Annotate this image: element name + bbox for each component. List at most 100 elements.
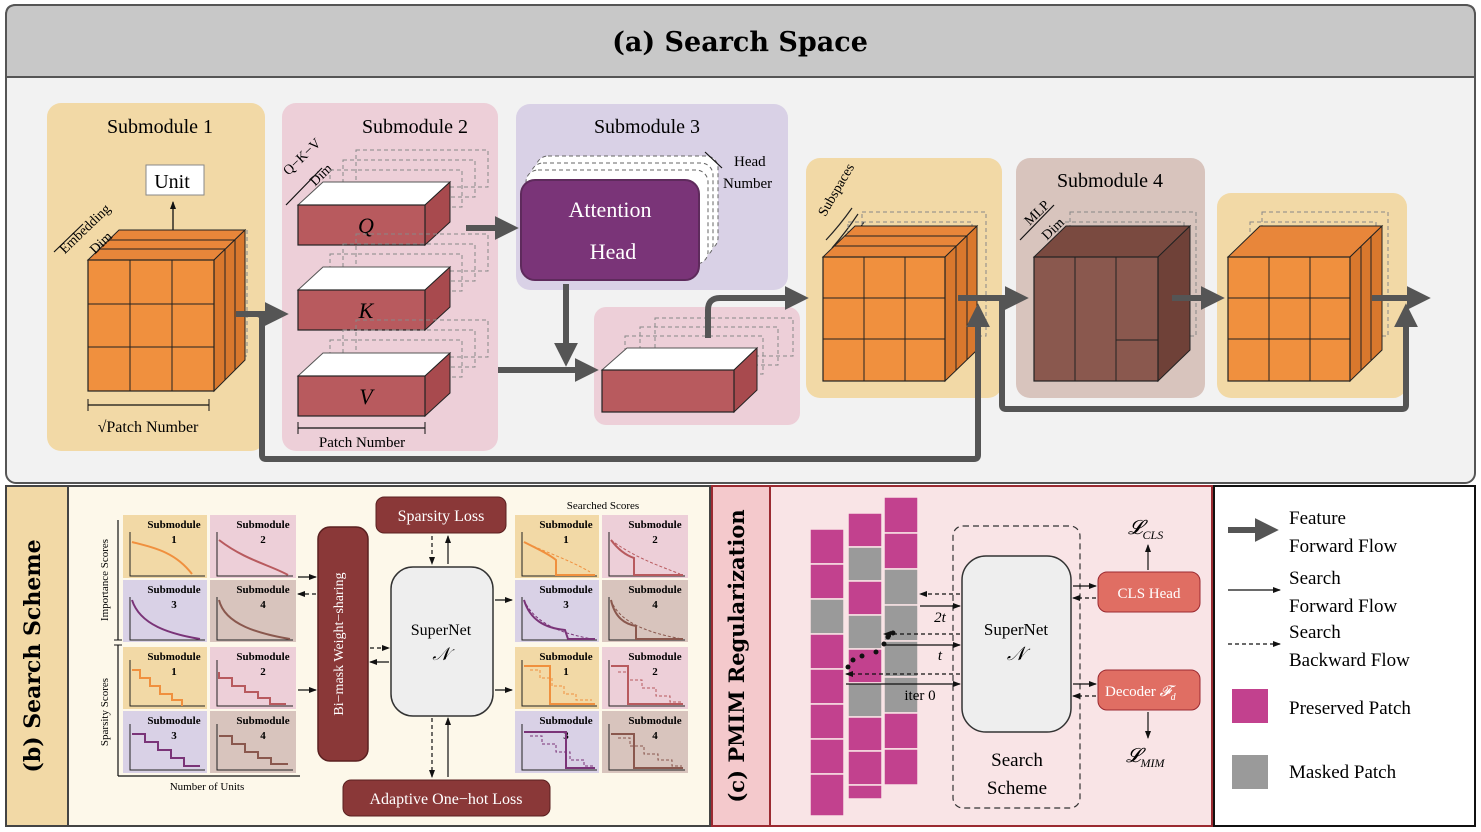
legend-search-fwd-2: Forward Flow <box>1289 596 1397 617</box>
cube-grid-1 <box>86 228 248 393</box>
legend-masked-swatch <box>1232 755 1268 789</box>
spa-sub4-num: 4 <box>260 730 266 742</box>
cls-head-label: CLS Head <box>1118 586 1181 602</box>
srch2-sub4-num: 4 <box>652 730 658 742</box>
feature-flow-arrows <box>236 216 1431 462</box>
spa-sub3-num: 3 <box>171 730 177 742</box>
k-block: K <box>296 233 489 332</box>
adaptive-loss-box <box>342 779 551 817</box>
submodule-4: Submodule 4 MLP Dim <box>1016 158 1205 398</box>
srch2-sub2-title: Submodule <box>628 651 681 663</box>
attention-head-label-1: Attention <box>568 197 651 222</box>
srch2-sub1-title: Submodule <box>539 651 592 663</box>
sparsity-loss-box <box>375 496 507 534</box>
srch-sub4-num: 4 <box>652 599 658 611</box>
sparsity-grid: Submodule 1 Submodule 2 Submodule 3 Subm… <box>123 647 296 773</box>
iteration-path <box>845 630 896 670</box>
v-block: V <box>296 319 489 418</box>
head-number-label-1: Head <box>734 154 766 170</box>
srch2-sub1-num: 1 <box>563 666 569 678</box>
spa-sub2-title: Submodule <box>236 651 289 663</box>
panel-c: (c) PMIM Regularization <box>711 485 1213 827</box>
legend-feature-2: Forward Flow <box>1289 536 1397 557</box>
legend-preserved-swatch <box>1232 689 1268 723</box>
srch2-sub2-num: 2 <box>652 666 658 678</box>
panel-a: (a) Search Space Submodule 1 Unit <box>5 4 1476 484</box>
search-arrows-c <box>845 544 1151 739</box>
legend-search-fwd-1: Search <box>1289 568 1341 589</box>
head-number-label-2: Number <box>723 176 772 192</box>
loss-cls: 𝓛CLS <box>1128 517 1163 542</box>
patch-number-label-2: Patch Number <box>319 435 405 451</box>
bimask-box <box>317 526 369 762</box>
panel-c-title: (c) PMIM Regularization <box>724 509 749 802</box>
imp-sub1-title: Submodule <box>147 519 200 531</box>
decoder-box <box>1097 669 1201 711</box>
submodule-3-label: Submodule 3 <box>594 116 700 138</box>
spa-sub3-title: Submodule <box>147 715 200 727</box>
output-block <box>1217 193 1407 398</box>
concat-block <box>594 307 800 425</box>
srch2-sub3-title: Submodule <box>539 715 592 727</box>
legend-feature-1: Feature <box>1289 508 1346 529</box>
search-scheme-label-2: Scheme <box>987 778 1047 799</box>
patch-column-3 <box>883 496 919 786</box>
imp-sub3-num: 3 <box>171 599 177 611</box>
srch-sub3-num: 3 <box>563 599 569 611</box>
panel-b: (b) Search Scheme Importance Scores Spar… <box>5 485 711 827</box>
submodule-1: Submodule 1 Unit E <box>47 103 265 451</box>
panel-a-title: (a) Search Space <box>612 27 868 58</box>
decoder-word: Decoder <box>1105 684 1156 700</box>
importance-scores-label: Importance Scores <box>99 539 111 621</box>
searched-scores-label: Searched Scores <box>567 500 639 512</box>
submodule-4-label: Submodule 4 <box>1057 170 1163 192</box>
spa-sub2-num: 2 <box>260 666 266 678</box>
srch-sub1-title: Submodule <box>539 519 592 531</box>
adaptive-loss-label: Adaptive One−hot Loss <box>370 791 523 808</box>
attention-head-label-2: Head <box>590 239 636 264</box>
patch-column-1 <box>809 528 845 817</box>
loss-mim-sub: MIM <box>1140 756 1166 770</box>
imp-sub3-title: Submodule <box>147 584 200 596</box>
cls-head-box <box>1097 571 1201 613</box>
supernet-label-b: SuperNet <box>411 622 472 639</box>
legend-search-bwd-2: Backward Flow <box>1289 650 1410 671</box>
decoder-sub: d <box>1171 692 1177 703</box>
sparsity-scores-label: Sparsity Scores <box>99 678 111 746</box>
label-t: t <box>938 648 943 664</box>
supernet-sym-c: 𝒩 <box>1007 644 1031 665</box>
k-label: K <box>358 298 375 323</box>
imp-sub4-num: 4 <box>260 599 266 611</box>
unit-label: Unit <box>154 171 190 193</box>
search-scheme-label-1: Search <box>991 750 1043 771</box>
sparsity-loss-label: Sparsity Loss <box>398 508 485 525</box>
legend-preserved: Preserved Patch <box>1289 698 1411 719</box>
legend-search-bwd-1: Search <box>1289 622 1341 643</box>
submodule-2: Submodule 2 Q−K−V Dim Q <box>281 103 498 451</box>
panel-b-title: (b) Search Scheme <box>20 539 46 772</box>
imp-sub2-num: 2 <box>260 534 266 546</box>
q-block: Q <box>296 149 489 247</box>
imp-sub2-title: Submodule <box>236 519 289 531</box>
searched-grid: Submodule 1 Submodule 2 Submodule 3 Subm… <box>515 515 688 773</box>
v-label: V <box>359 384 375 409</box>
srch-sub1-num: 1 <box>563 534 569 546</box>
label-2t: 2t <box>934 610 947 626</box>
spa-sub1-title: Submodule <box>147 651 200 663</box>
submodule-3: Submodule 3 Attention Head Head Number <box>516 104 788 290</box>
label-iter0: iter 0 <box>904 688 935 704</box>
patch-column-2 <box>847 512 883 800</box>
legend: Feature Forward Flow Search Forward Flow… <box>1213 485 1476 827</box>
submodule-1-label: Submodule 1 <box>107 116 213 138</box>
srch-sub3-title: Submodule <box>539 584 592 596</box>
srch-sub2-title: Submodule <box>628 519 681 531</box>
subspaces-block: Subspaces <box>806 158 1002 398</box>
importance-grid: Submodule 1 Submodule 2 Submodule 3 Subm… <box>123 515 296 642</box>
legend-masked: Masked Patch <box>1289 762 1397 783</box>
supernet-box-b <box>390 566 494 717</box>
loss-cls-sub: CLS <box>1143 528 1164 542</box>
imp-sub1-num: 1 <box>171 534 177 546</box>
supernet-label-c: SuperNet <box>984 620 1048 639</box>
srch2-sub4-title: Submodule <box>628 715 681 727</box>
